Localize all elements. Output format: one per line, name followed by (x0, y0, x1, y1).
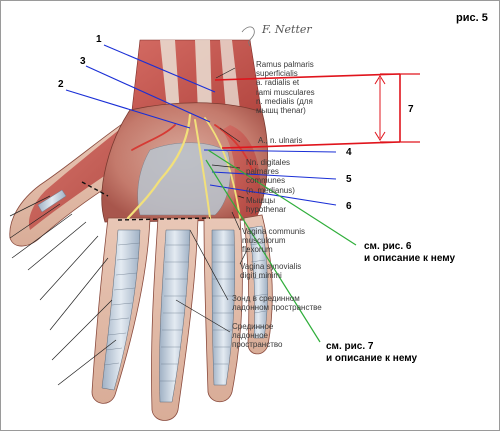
callout-7: 7 (408, 104, 414, 115)
blue-callout-lines (65, 44, 337, 206)
palmar-space (137, 142, 231, 216)
nerves-vessels (126, 113, 253, 220)
callout-2: 2 (58, 79, 64, 90)
callout-4: 4 (346, 147, 352, 158)
leader-lines (9, 67, 249, 386)
forearm-tendon (195, 40, 212, 113)
signature-stroke (241, 26, 255, 47)
callout-6: 6 (346, 201, 352, 212)
label-hypothenar: Мышцы hypothenar (246, 196, 287, 215)
dashed-line (117, 217, 211, 221)
callout-1: 1 (96, 34, 102, 45)
callout-3: 3 (80, 56, 86, 67)
label-vagina-communis: Vagina communis musculorum flexorum (242, 227, 305, 255)
label-sred-prostranstvo: Срединное ладонное пространство (232, 322, 283, 350)
label-zond: Зонд в срединном ладонном пространстве (232, 294, 322, 313)
figure-label: рис. 5 (456, 12, 488, 24)
forearm-tendon (220, 40, 240, 112)
green-callout-lines (205, 149, 357, 343)
callout-5: 5 (346, 174, 352, 185)
tendon-sheaths (101, 225, 268, 403)
dashed-line (81, 181, 109, 197)
red-bracket-7 (214, 73, 420, 149)
artist-signature: F. Netter (262, 23, 312, 36)
note-see-fig-6: см. рис. 6 и описание к нему (364, 241, 456, 264)
thumb-tendon (37, 189, 67, 213)
sheath-striations (103, 242, 269, 382)
note-see-fig-7: см. рис. 7 и описание к нему (326, 341, 418, 364)
label-ulnaris: A., n. ulnaris (258, 136, 303, 145)
label-ramus-palmaris: Ramus palmaris superficialis a. radialis… (256, 60, 315, 115)
forearm-tendon (160, 40, 180, 118)
label-vagina-synovialis: Vagina synovialis digiti minimi (240, 262, 302, 281)
label-nn-digitales: Nn. digitales palmares communes (n. medi… (246, 158, 295, 195)
